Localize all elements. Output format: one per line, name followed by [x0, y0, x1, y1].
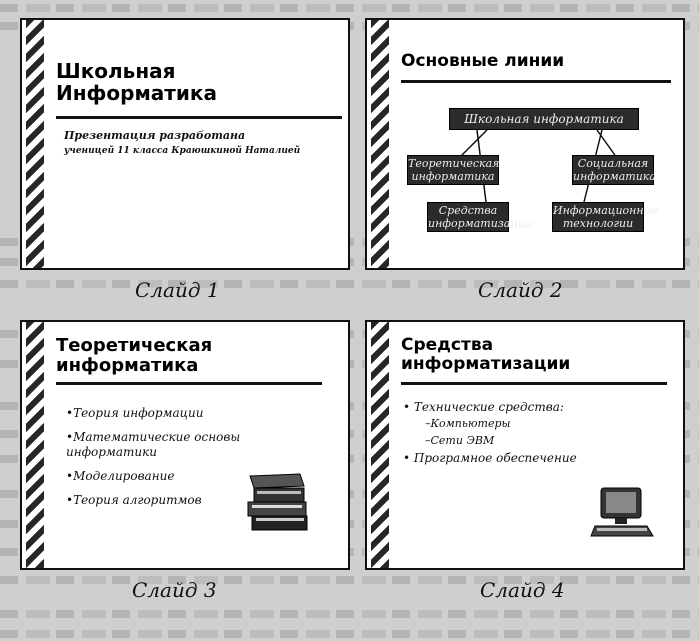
slide-2: Основные линии Школьная информатика Теор… — [365, 18, 685, 270]
diagram-node-technologies: Информационные технологии — [552, 202, 659, 232]
slide-3-title: Теоретическая информатика — [56, 335, 213, 376]
slide-1-subtitle: Презентация разработана ученицей 11 клас… — [64, 129, 301, 156]
slide-1-caption: Слайд 1 — [135, 278, 220, 302]
list-item: •Математические основы информатики — [66, 430, 241, 459]
slide-2-title: Основные линии — [401, 51, 565, 71]
spiral-binding — [26, 20, 44, 268]
slide-2-caption: Слайд 2 — [478, 278, 563, 302]
slide-3-caption: Слайд 3 — [132, 578, 217, 602]
computer-clipart — [590, 487, 654, 537]
diagram-node-social: Социальная информатика — [572, 155, 656, 185]
title-rule — [401, 80, 671, 83]
slide-3-bullets: •Теория информации •Математические основ… — [66, 406, 246, 517]
list-item: • Технические средства: — [403, 400, 564, 414]
diagram-connectors — [451, 129, 623, 211]
title-rule — [401, 382, 667, 385]
slide-1-title: Школьная Информатика — [56, 59, 217, 105]
list-item: –Сети ЭВМ — [425, 433, 495, 447]
slide-4-caption: Слайд 4 — [480, 578, 565, 602]
slide-4-title: Средства информатизации — [401, 335, 571, 374]
spiral-binding — [26, 322, 44, 568]
spiral-binding — [371, 20, 389, 268]
diagram-root: Школьная информатика — [449, 108, 639, 130]
title-rule — [56, 382, 322, 385]
list-item: •Моделирование — [66, 469, 175, 483]
diagram-node-theoretical: Теоретическая информатика — [407, 155, 499, 185]
books-clipart — [247, 473, 308, 531]
list-item: • Програмное обеспечение — [403, 451, 577, 465]
title-rule — [56, 116, 342, 119]
slide-3: Теоретическая информатика •Теория информ… — [20, 320, 350, 570]
list-item: •Теория алгоритмов — [66, 493, 202, 507]
diagram-node-means: Средства информатизации — [427, 202, 532, 232]
slide-4-bullets: • Технические средства: –Компьютеры –Сет… — [403, 398, 577, 467]
spiral-binding — [371, 322, 389, 568]
list-item: –Компьютеры — [425, 417, 511, 430]
list-item: •Теория информации — [66, 406, 204, 420]
slide-4: Средства информатизации • Технические ср… — [365, 320, 685, 570]
slide-1: Школьная Информатика Презентация разрабо… — [20, 18, 350, 270]
